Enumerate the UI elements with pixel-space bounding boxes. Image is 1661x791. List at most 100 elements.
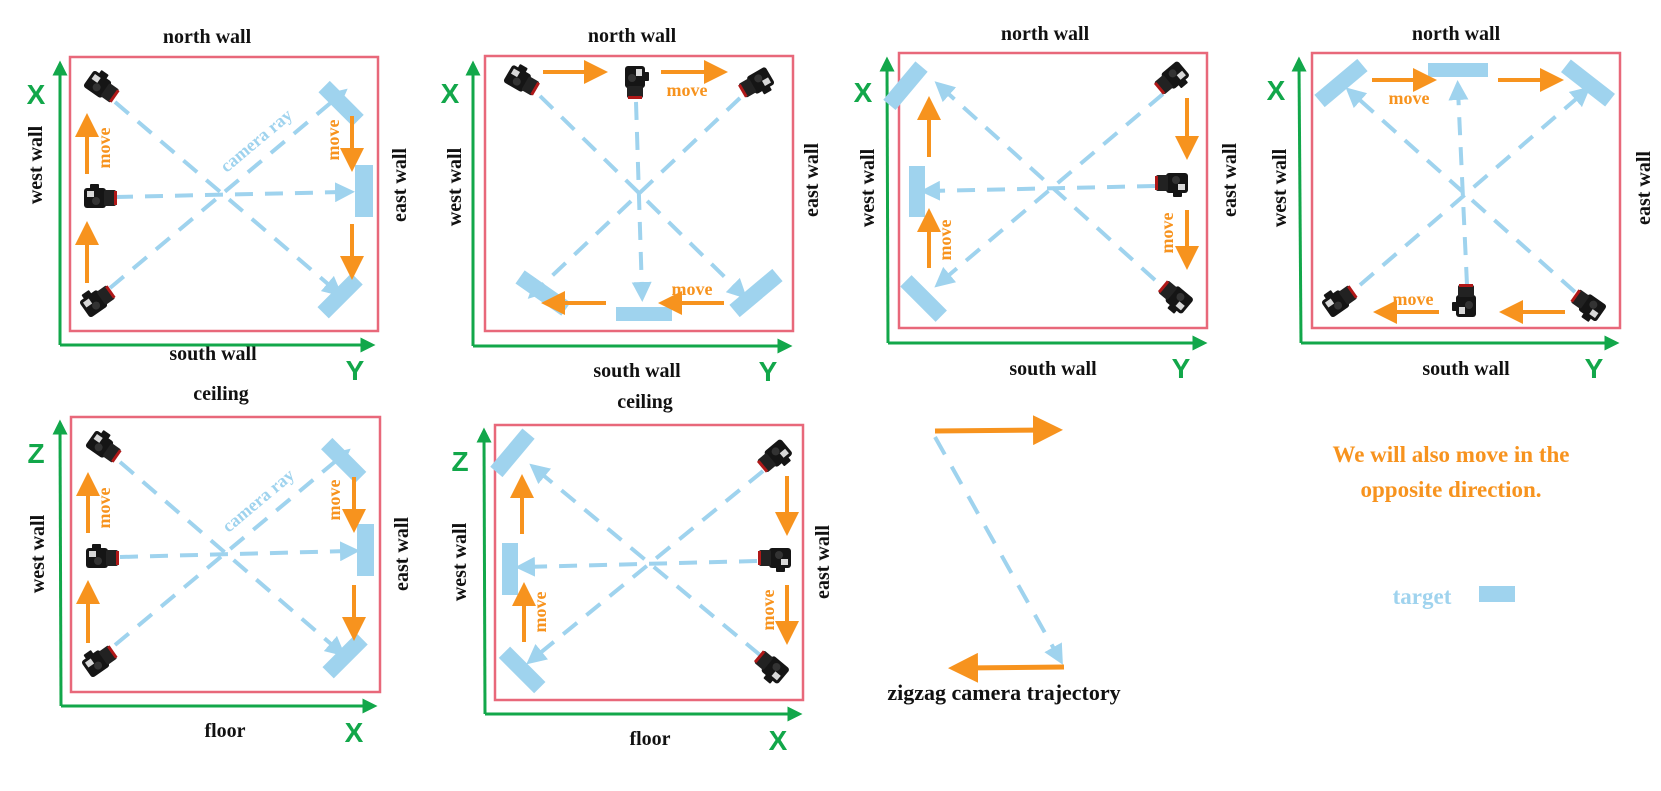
wall-label-ceiling: ceiling — [193, 383, 249, 405]
move-label: move — [530, 591, 550, 632]
wall-label-north: north wall — [1412, 23, 1501, 45]
move-arrows — [510, 474, 799, 645]
camera-icon — [1566, 286, 1608, 326]
target-icon — [616, 307, 672, 321]
axis-label-y: Y — [1585, 353, 1604, 384]
camera-icon — [84, 426, 126, 466]
wall-label-south: south wall — [169, 343, 257, 365]
target-icon — [498, 646, 546, 694]
move-arrows — [541, 60, 728, 315]
room-outline — [1310, 51, 1622, 330]
note-line-2: opposite direction. — [1360, 477, 1541, 502]
axis-label-x: X — [27, 79, 46, 110]
note-block: We will also move in the opposite direct… — [1332, 442, 1569, 502]
zigzag-caption: zigzag camera trajectory — [887, 680, 1120, 705]
wall-label-east: east wall — [1633, 151, 1655, 225]
axis-label-y: Y — [346, 355, 365, 386]
wall-label-south: south wall — [593, 360, 681, 382]
move-label: move — [672, 279, 713, 299]
room-outline — [483, 54, 795, 333]
target-icon — [502, 543, 518, 595]
camera-rays — [527, 94, 748, 302]
targets — [490, 428, 546, 694]
target-icon — [357, 524, 374, 576]
camera-icon — [1155, 173, 1188, 197]
move-arrow-right — [934, 415, 1063, 446]
camera-icon — [758, 548, 791, 572]
target-icon — [1314, 58, 1368, 108]
panel-3-top-view: north wall south wall west wall east wal… — [854, 23, 1241, 384]
wall-label-south: south wall — [1009, 358, 1097, 380]
axis-vertical — [879, 56, 895, 344]
room-outline — [493, 423, 805, 702]
target-icon — [318, 80, 364, 127]
wall-label-east: east wall — [1219, 143, 1241, 217]
wall-label-west: west wall — [857, 148, 879, 227]
camera-icon — [502, 60, 544, 99]
wall-label-floor: floor — [629, 728, 670, 750]
move-label: move — [758, 589, 778, 630]
move-arrow-left — [948, 652, 1065, 683]
move-label: move — [1393, 289, 1434, 309]
move-label: move — [935, 219, 955, 260]
target-icon — [1561, 59, 1615, 107]
targets — [883, 61, 947, 322]
wall-label-west: west wall — [1269, 148, 1291, 227]
wall-label-north: north wall — [588, 25, 677, 47]
target-icon — [883, 61, 928, 110]
axis-label-y: Y — [1172, 353, 1191, 384]
camera-icon — [749, 648, 791, 688]
axis-label-x: X — [345, 717, 364, 748]
panel-5-side-view: ceiling floor west wall east wall Z X mo… — [27, 383, 413, 748]
panel-4-top-view: north wall south wall west wall east wal… — [1267, 23, 1655, 384]
target-icon — [515, 270, 571, 316]
move-label: move — [1157, 212, 1177, 253]
move-label: move — [667, 80, 708, 100]
target-icon — [321, 437, 367, 484]
target-icon — [909, 166, 925, 217]
camera-rays — [108, 88, 355, 297]
camera-icon — [1318, 279, 1360, 319]
wall-label-east: east wall — [801, 143, 823, 217]
room-outline — [68, 55, 380, 333]
camera-icon — [625, 66, 649, 99]
target-icon — [900, 275, 947, 322]
legend-target-swatch — [1479, 586, 1515, 602]
wall-label-west: west wall — [25, 125, 47, 204]
move-label: move — [324, 479, 344, 520]
camera-icon — [736, 66, 778, 104]
wall-label-south: south wall — [1422, 358, 1510, 380]
target-icon — [729, 268, 783, 318]
camera-icon — [84, 184, 117, 208]
camera-icon — [1152, 60, 1193, 100]
camera-icon — [86, 544, 119, 568]
targets — [515, 268, 783, 321]
camera-rays — [1345, 80, 1591, 294]
wall-label-floor: floor — [204, 720, 245, 742]
targets — [321, 437, 374, 679]
wall-label-east: east wall — [391, 517, 413, 591]
camera-icon — [82, 66, 124, 106]
zigzag-trajectory-illustration: zigzag camera trajectory — [887, 415, 1121, 705]
axis-label-x: X — [769, 725, 788, 756]
panel-2-top-view: north wall south wall west wall east wal… — [441, 25, 823, 387]
targets — [317, 80, 373, 319]
axis-label-x: X — [1267, 75, 1286, 106]
camera-rays — [920, 81, 1165, 288]
note-line-1: We will also move in the — [1332, 442, 1569, 467]
move-arrows — [917, 96, 1199, 270]
axis-label-x: X — [441, 78, 460, 109]
room-outline — [897, 51, 1209, 330]
target-icon — [355, 165, 373, 217]
wall-label-east: east wall — [812, 525, 834, 599]
legend-target-label: target — [1393, 584, 1452, 609]
axis-vertical — [1291, 56, 1307, 344]
target-icon — [1428, 63, 1488, 77]
axis-vertical — [52, 419, 68, 707]
wall-label-west: west wall — [27, 514, 49, 593]
axis-label-z: Z — [451, 446, 468, 477]
move-label: move — [94, 127, 114, 168]
target-icon — [317, 273, 363, 319]
camera-icon — [1153, 278, 1195, 318]
